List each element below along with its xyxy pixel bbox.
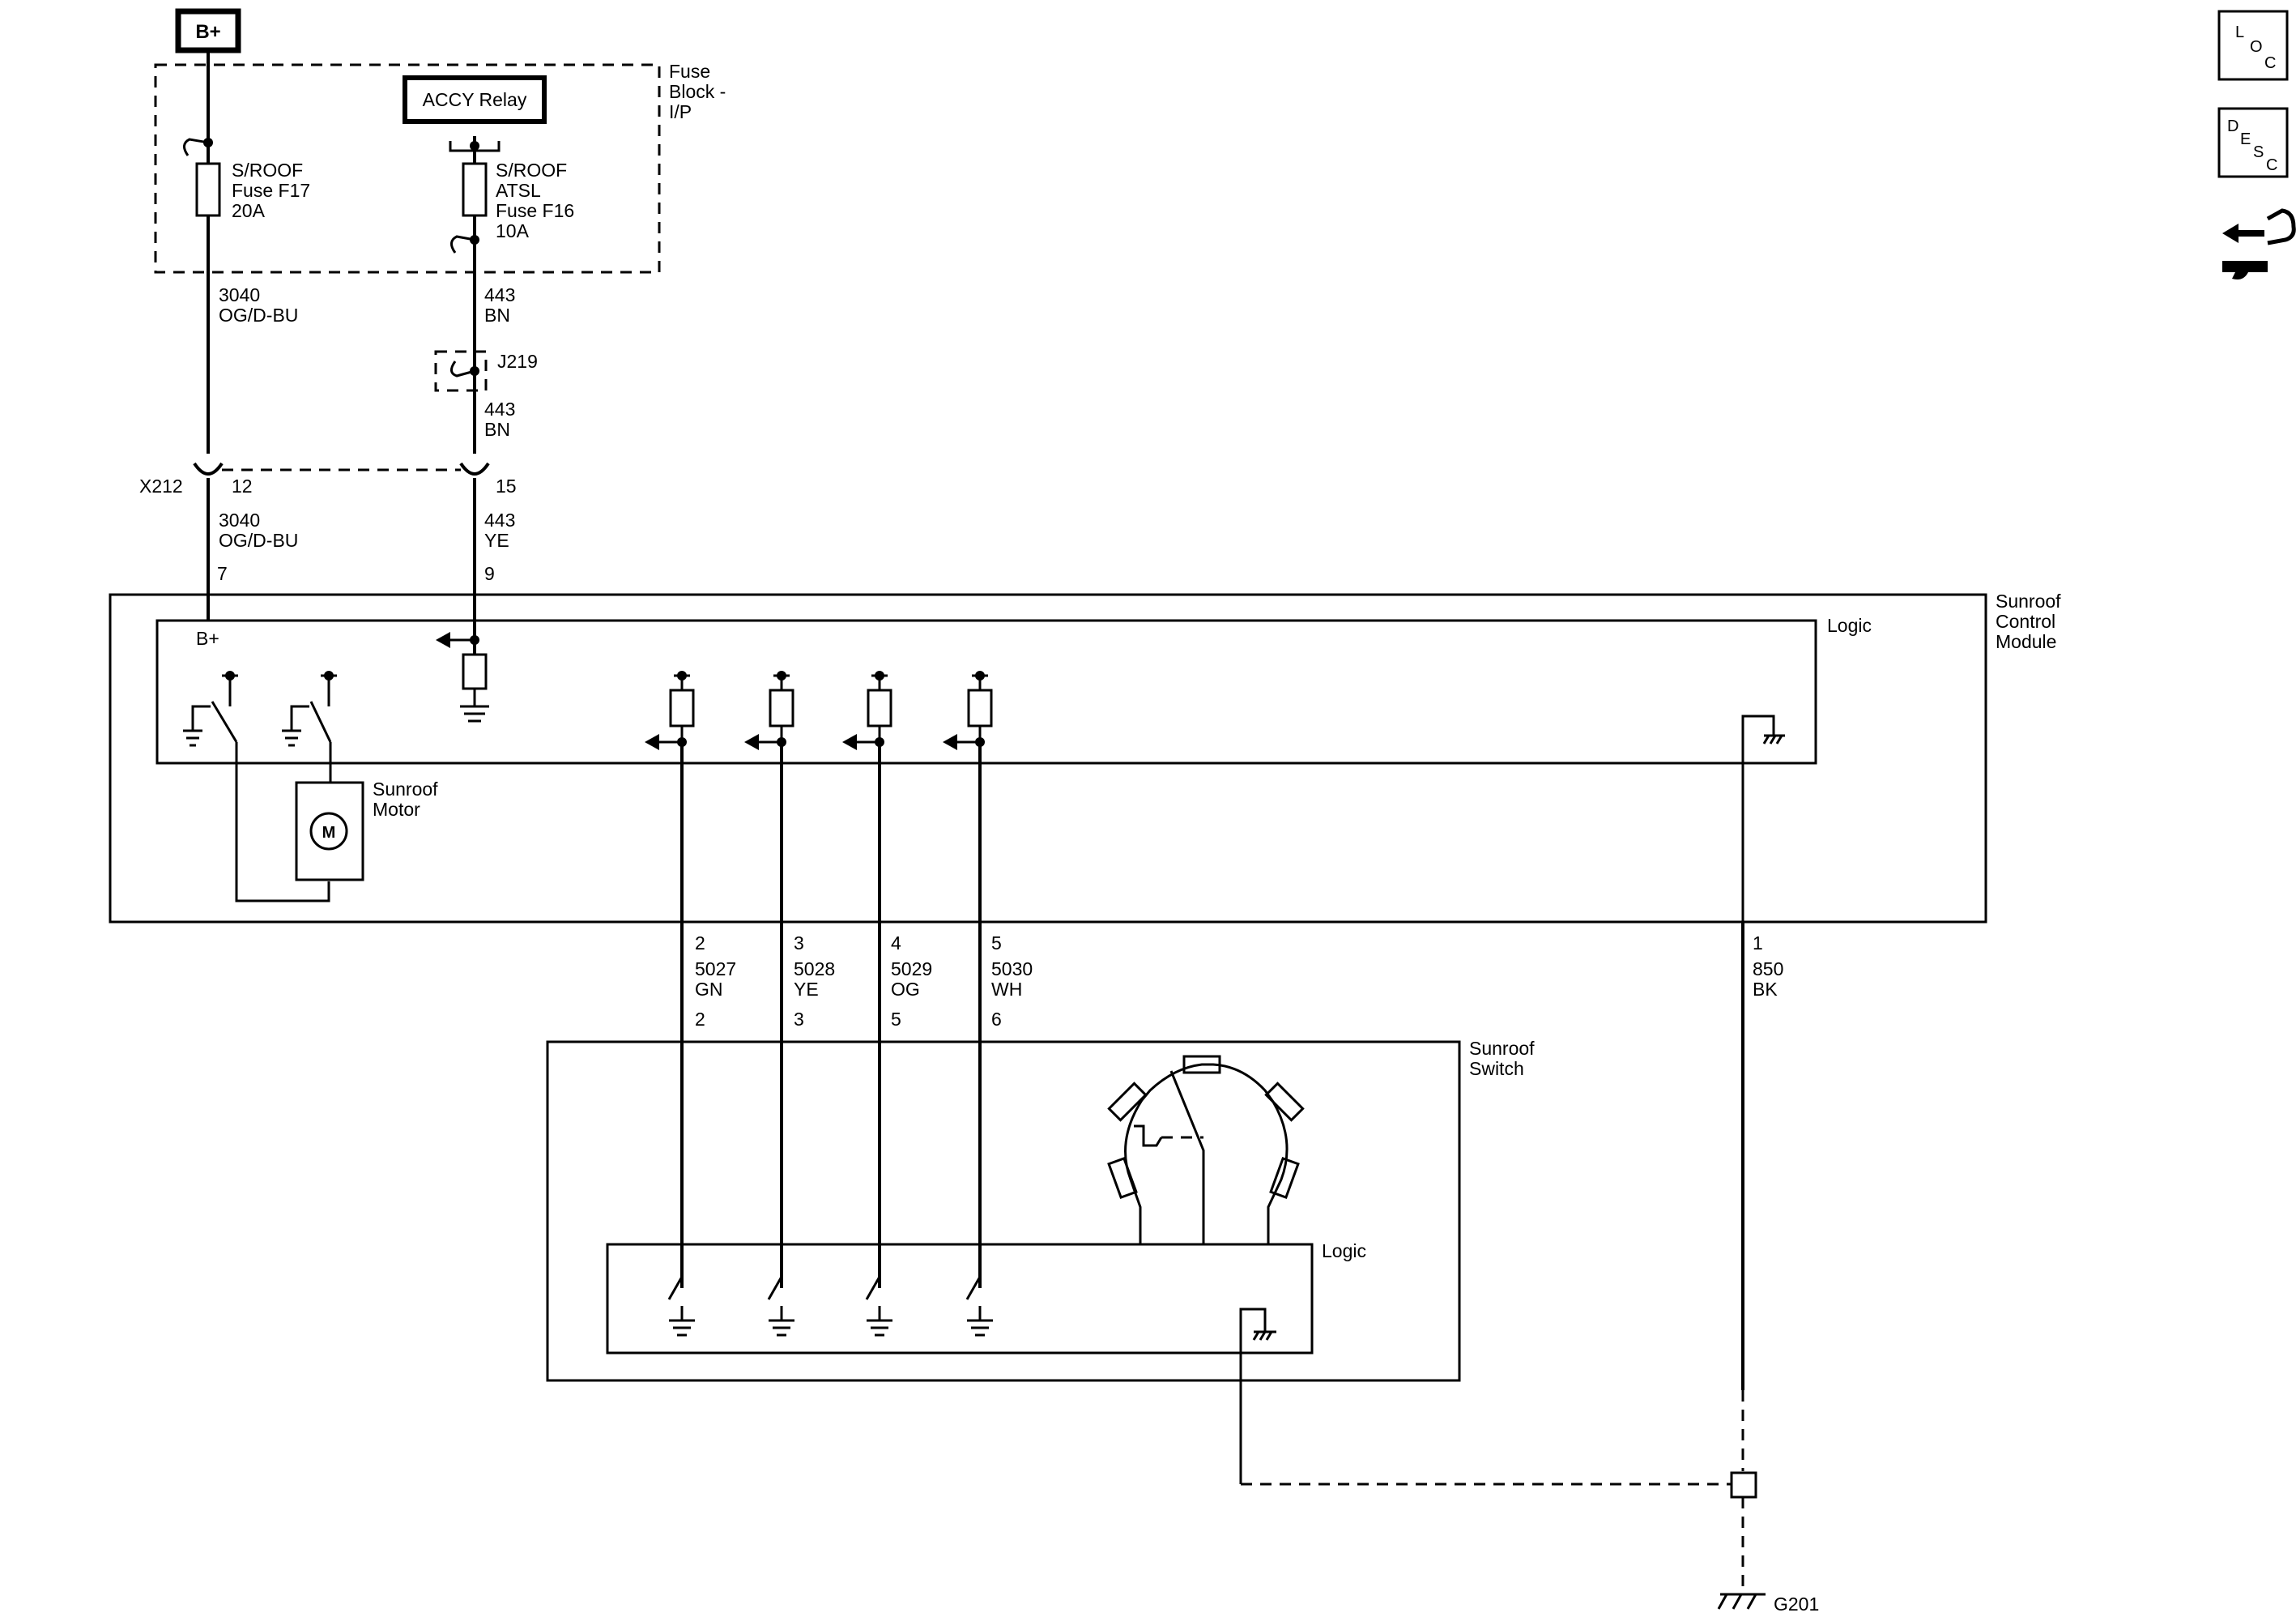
ground-wire-circuit: 850 xyxy=(1753,958,1783,979)
module-pin-9: 9 xyxy=(484,563,495,584)
sw-wire-1-color: GN xyxy=(695,979,723,1000)
switch-contact-2 xyxy=(767,1276,794,1337)
connector-wrench-icon[interactable] xyxy=(2222,208,2296,279)
module-logic-box xyxy=(155,619,1817,765)
sw-wire-1-circuit: 5027 xyxy=(695,958,736,979)
fuse-f16-label-2: ATSL xyxy=(496,180,541,201)
loc-letter-l: L xyxy=(2235,23,2244,41)
fuse-f17-label-3: 20A xyxy=(232,200,266,221)
ground-splice xyxy=(1730,1471,1757,1499)
fuse-block-label-2: Block - xyxy=(669,81,726,102)
module-label-3: Module xyxy=(1996,631,2056,652)
connector-pin-12: 12 xyxy=(232,476,253,497)
bplus-terminal: B+ xyxy=(175,8,241,53)
wire-3040-circuit-a: 3040 xyxy=(219,284,260,305)
fuse-f17-label-2: Fuse F17 xyxy=(232,180,310,201)
accy-relay-label: ACCY Relay xyxy=(423,89,527,110)
desc-button[interactable]: D E S C xyxy=(2217,107,2289,178)
switch-logic-box xyxy=(606,1243,1314,1355)
wire-443-color-b: BN xyxy=(484,419,510,440)
accy-relay-box: ACCY Relay xyxy=(403,75,547,124)
motor-relay-1 xyxy=(183,671,238,747)
motor-relay-2 xyxy=(282,671,337,747)
fuse-block-label-3: I/P xyxy=(669,101,692,122)
module-chassis-ground xyxy=(1741,715,1785,922)
splice-j219: J219 xyxy=(434,350,538,392)
wire-3040-circuit-b: 3040 xyxy=(219,510,260,531)
switch-contact-4 xyxy=(965,1276,993,1337)
fuse-f16 xyxy=(462,162,488,217)
sw-wire-2-circuit: 5028 xyxy=(794,958,835,979)
module-input-5 xyxy=(943,671,993,750)
sunroof-motor: M xyxy=(295,781,364,881)
desc-letter-e: E xyxy=(2240,130,2251,148)
sw-wire-1-pin-top: 2 xyxy=(695,932,705,954)
loc-letter-o: O xyxy=(2250,38,2263,56)
ground-g201-symbol xyxy=(1717,1593,1766,1610)
sunroof-motor-label-1: Sunroof xyxy=(373,779,438,800)
fuse-f16-label-1: S/ROOF xyxy=(496,160,567,181)
sw-wire-4-color: WH xyxy=(991,979,1022,1000)
wire-443-circuit-a: 443 xyxy=(484,284,515,305)
desc-letter-c: C xyxy=(2266,156,2277,174)
fuse-f17 xyxy=(195,162,221,217)
sunroof-control-module xyxy=(109,593,1987,924)
sw-wire-3-color: OG xyxy=(891,979,920,1000)
sw-wire-2-color: YE xyxy=(794,979,819,1000)
fuse-f16-label-4: 10A xyxy=(496,220,530,241)
module-logic-label: Logic xyxy=(1827,615,1872,636)
sw-wire-3-pin-top: 4 xyxy=(891,932,901,954)
switch-label-2: Switch xyxy=(1469,1058,1524,1079)
wire-3040-color-b: OG/D-BU xyxy=(219,530,298,551)
sunroof-switch xyxy=(546,1040,1461,1382)
switch-chassis-ground xyxy=(1239,1308,1276,1484)
connector-pin-15: 15 xyxy=(496,476,517,497)
module-input-2 xyxy=(645,671,695,750)
module-pin-7: 7 xyxy=(217,563,228,584)
module-input-4 xyxy=(842,671,892,750)
switch-contact-1 xyxy=(667,1276,695,1337)
bplus-terminal-label: B+ xyxy=(195,21,220,43)
fuse-block-label-1: Fuse xyxy=(669,61,710,82)
loc-letter-c: C xyxy=(2264,54,2276,72)
module-label-1: Sunroof xyxy=(1996,591,2061,612)
fuse-f17-label-1: S/ROOF xyxy=(232,160,303,181)
desc-letter-d: D xyxy=(2227,117,2238,135)
switch-contact-3 xyxy=(865,1276,892,1337)
ground-wire-pin: 1 xyxy=(1753,932,1763,954)
connector-x212-label: X212 xyxy=(139,476,183,497)
loc-button[interactable]: L O C xyxy=(2217,10,2289,81)
ground-g201-label: G201 xyxy=(1774,1594,1819,1615)
switch-logic-label: Logic xyxy=(1322,1240,1366,1261)
sw-wire-4-circuit: 5030 xyxy=(991,958,1033,979)
sw-wire-2-pin-top: 3 xyxy=(794,932,804,954)
wire-443-circuit-b: 443 xyxy=(484,399,515,420)
sw-wire-3-circuit: 5029 xyxy=(891,958,932,979)
sw-wire-2-pin-bottom: 3 xyxy=(794,1009,804,1030)
wire-3040-color-a: OG/D-BU xyxy=(219,305,298,326)
module-input-3 xyxy=(744,671,794,750)
sunroof-motor-symbol: M xyxy=(322,824,336,842)
sw-wire-3-pin-bottom: 5 xyxy=(891,1009,901,1030)
sunroof-motor-label-2: Motor xyxy=(373,799,420,820)
sw-wire-4-pin-top: 5 xyxy=(991,932,1002,954)
desc-letter-s: S xyxy=(2253,143,2264,161)
module-label-2: Control xyxy=(1996,611,2055,632)
ground-wire-color: BK xyxy=(1753,979,1778,1000)
splice-j219-label: J219 xyxy=(497,351,538,372)
fuse-f16-label-3: Fuse F16 xyxy=(496,200,574,221)
wire-443-circuit-c: 443 xyxy=(484,510,515,531)
wire-443-color-a: BN xyxy=(484,305,510,326)
fuse-block-ip xyxy=(154,63,661,274)
sw-wire-1-pin-bottom: 2 xyxy=(695,1009,705,1030)
module-bplus-label: B+ xyxy=(196,628,219,649)
connector-x212: X212 12 15 xyxy=(139,462,517,497)
sw-wire-4-pin-bottom: 6 xyxy=(991,1009,1002,1030)
position-sensor xyxy=(1107,1055,1305,1244)
switch-label-1: Sunroof xyxy=(1469,1038,1535,1059)
wire-443-color-c: YE xyxy=(484,530,509,551)
